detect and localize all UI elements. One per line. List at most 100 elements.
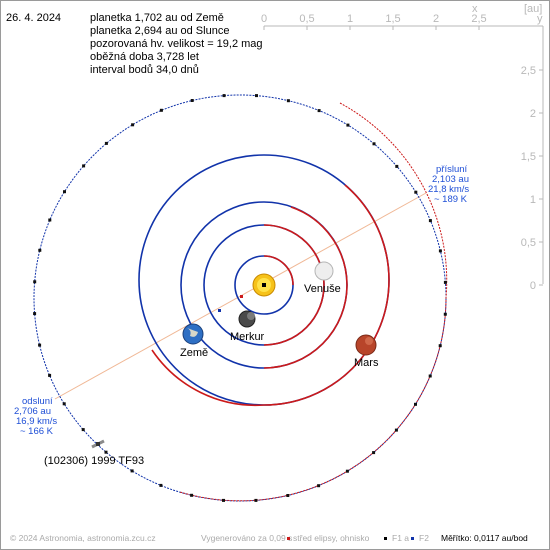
perihelion-title: přísluní <box>436 164 468 175</box>
asteroid-position-dot <box>438 344 442 348</box>
info-line: planetka 2,694 au od Slunce <box>90 25 230 37</box>
perihelion-speed: 21,8 km/s <box>428 184 470 195</box>
mercury-label: Merkur <box>230 331 265 343</box>
aphelion-temperature: ~ 166 K <box>20 426 54 437</box>
x-tick-label: 1,5 <box>385 13 400 25</box>
asteroid-position-dot <box>443 280 447 284</box>
venus-planet <box>314 261 334 281</box>
asteroid-position-dot <box>81 428 85 432</box>
aphelion-distance: 2,706 au <box>14 406 51 417</box>
info-line: oběžná doba 3,728 let <box>90 51 199 63</box>
asteroid-position-dot <box>222 498 225 502</box>
axis-labels: 0 0,5 1 1,5 2 2,5 x [au] y 2,5 2 1,5 1 0… <box>261 3 543 292</box>
mars-label: Mars <box>354 357 379 369</box>
earth-land <box>187 328 198 337</box>
axes <box>263 25 544 286</box>
asteroid-position-dot <box>33 280 37 284</box>
asteroid-position-dot <box>38 343 42 347</box>
asteroid-position-dot <box>394 428 398 432</box>
y-tick-label: 2,5 <box>521 65 536 77</box>
asteroid-position-dot <box>443 312 447 316</box>
f2-legend: F2 <box>419 533 429 543</box>
scale-label: Měřítko: 0,0117 au/bod <box>441 533 528 543</box>
asteroid-position-points <box>33 94 447 502</box>
x-tick-label: 1 <box>347 13 353 25</box>
info-line: interval bodů 34,0 dnů <box>90 64 199 76</box>
perihelion-temperature: ~ 189 K <box>434 194 468 205</box>
y-tick-label: 2 <box>530 108 536 120</box>
x-tick-label: 2 <box>433 13 439 25</box>
asteroid-position-dot <box>286 494 290 497</box>
asteroid-position-dot <box>372 451 376 455</box>
asteroid-position-dot <box>345 469 349 473</box>
x-tick-label: 0 <box>261 13 267 25</box>
asteroid-position-dot <box>159 108 163 112</box>
asteroid-position-dot <box>286 99 290 103</box>
f1-legend: F1 a <box>392 533 410 543</box>
focus-f2-marker <box>218 309 221 312</box>
asteroid-position-dot <box>428 219 432 223</box>
x-axis-unit: [au] <box>524 3 542 15</box>
mercury-shade <box>247 312 255 320</box>
asteroid-position-dot <box>255 94 258 98</box>
asteroid-position-dot <box>159 483 163 487</box>
info-line: planetka 1,702 au od Země <box>90 12 224 24</box>
venus-label: Venuše <box>304 283 341 295</box>
asteroid-position-dot <box>38 248 42 252</box>
mars-planet <box>355 334 377 356</box>
venus-orbit-red-arc <box>263 224 325 346</box>
asteroid-position-dot <box>131 123 135 127</box>
aphelion-title: odsluní <box>22 396 53 407</box>
asteroid-position-dot <box>62 402 66 406</box>
asteroid-position-dot <box>346 123 350 127</box>
x-tick-label: 2,5 <box>471 13 486 25</box>
perihelion-distance: 2,103 au <box>432 174 469 185</box>
asteroid-position-dot <box>222 94 226 98</box>
asteroid-position-dot <box>48 218 52 222</box>
asteroid-position-dot <box>395 164 399 168</box>
asteroid-position-dot <box>414 190 418 194</box>
asteroid-label: (102306) 1999 TF93 <box>44 455 145 467</box>
asteroid-position-dot <box>130 469 134 473</box>
x-axis-name: x <box>472 3 478 15</box>
asteroid-position-dot <box>372 142 376 146</box>
asteroid-position-dot <box>190 493 194 497</box>
earth-orbit-red-arc <box>263 206 348 369</box>
x-tick-label: 0,5 <box>299 13 314 25</box>
mars-shade <box>365 337 373 345</box>
asteroid-position-dot <box>33 312 37 316</box>
ellipse-center-marker <box>240 295 243 298</box>
aphelion-speed: 16,9 km/s <box>16 416 58 427</box>
asteroid-position-dot <box>48 373 52 377</box>
center-legend-marker <box>287 537 290 540</box>
asteroid-position-dot <box>254 498 258 502</box>
asteroid-position-dot <box>63 190 66 194</box>
asteroid-position-dot <box>438 249 442 253</box>
f2-legend-marker <box>411 537 414 540</box>
y-tick-label: 0,5 <box>521 237 536 249</box>
asteroid-position-dot <box>104 141 108 145</box>
y-tick-label: 0 <box>530 280 536 292</box>
asteroid-position-dot <box>82 164 86 168</box>
asteroid-position-dot <box>428 374 432 378</box>
asteroid-marker <box>91 439 105 449</box>
earth-label: Země <box>180 347 209 359</box>
center-legend: střed elipsy, ohnisko <box>293 533 370 543</box>
y-tick-label: 1 <box>530 194 536 206</box>
f1-legend-marker <box>384 537 387 540</box>
asteroid-position-dot <box>317 484 321 488</box>
generated-time: Vygenerováno za 0,09 s <box>201 533 293 543</box>
y-tick-label: 1,5 <box>521 151 536 163</box>
y-axis-name: y <box>537 13 543 25</box>
asteroid-position-dot <box>414 402 417 406</box>
asteroid-position-dot <box>190 99 194 102</box>
asteroid-orbit-red-arc <box>179 102 448 502</box>
info-line: pozorovaná hv. velikost = 19,2 mag <box>90 38 263 50</box>
asteroid-position-dot <box>104 450 108 454</box>
copyright-text: © 2024 Astronomia, astronomia.zcu.cz <box>10 533 156 543</box>
date-label: 26. 4. 2024 <box>6 12 62 24</box>
asteroid-position-dot <box>317 109 321 113</box>
mars-orbit-red-arc <box>151 184 390 407</box>
sun-focus-marker <box>262 283 266 287</box>
